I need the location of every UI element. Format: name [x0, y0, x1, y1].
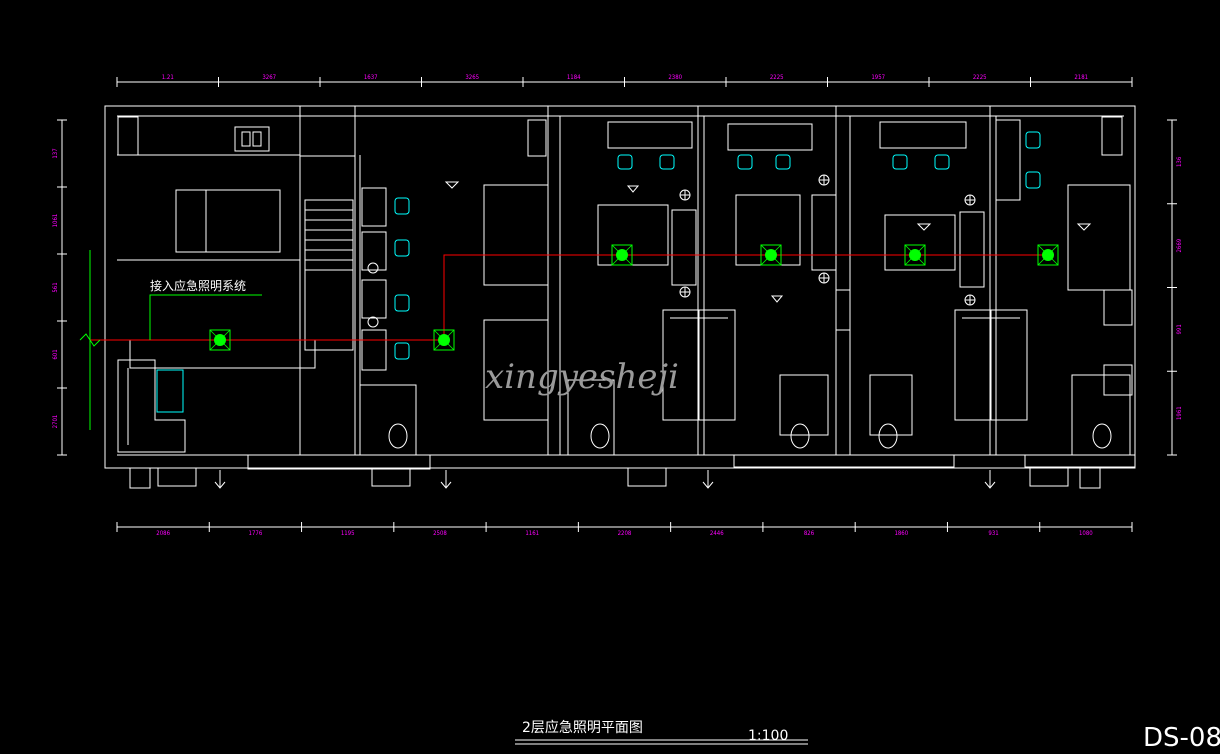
dimension-value: 2701: [52, 415, 59, 429]
dimension-value: 1776: [249, 530, 263, 537]
toilet-icon: [388, 423, 1112, 449]
dimension-value: 1957: [871, 74, 885, 81]
dimension-value: 2086: [156, 530, 170, 537]
dimension-value: 1195: [341, 530, 355, 537]
dimension-value: 3267: [262, 74, 276, 81]
entrance-fixtures: [129, 467, 1101, 489]
dimension-value: 2181: [1074, 74, 1088, 81]
dimension-value: 2446: [710, 530, 724, 537]
chair-icons: [156, 131, 1041, 413]
dimension-value: 601: [52, 349, 59, 359]
emergency-light-icon: [209, 329, 231, 351]
dimension-value: 2208: [618, 530, 632, 537]
dimension-left: 137 1061 561 601 2701: [52, 119, 67, 456]
drawing-title: 2层应急照明平面图: [522, 719, 643, 736]
watermark: xingyesheji: [485, 357, 679, 397]
dimension-value: 991: [1176, 324, 1183, 334]
dimension-value: 2225: [770, 74, 784, 81]
dimension-value: 1061: [52, 214, 59, 228]
dimension-value: 1961: [1176, 406, 1183, 420]
drawing-scale: 1:100: [748, 728, 788, 744]
dimension-value: 1161: [525, 530, 539, 537]
sheet-number: DS-08: [1143, 723, 1220, 753]
dimension-value: 137: [52, 148, 59, 158]
dimension-value: 1637: [364, 74, 378, 81]
annotation-label: 接入应急照明系统: [150, 278, 246, 293]
emergency-light-icon: [1037, 244, 1059, 266]
dimension-value: 2380: [668, 74, 682, 81]
emergency-light-icon: [760, 244, 782, 266]
dimension-value: 1080: [1079, 530, 1093, 537]
ceiling-light-icon: [367, 174, 1092, 328]
sofa: [117, 359, 186, 453]
stair-left: [304, 199, 354, 351]
dimension-value: 2669: [1176, 238, 1183, 252]
dimension-value: 2225: [973, 74, 987, 81]
dimension-value: 1.21: [162, 74, 174, 81]
dimension-value: 136: [1176, 156, 1183, 167]
dimension-value: 561: [52, 282, 59, 292]
desk-chairs: [361, 119, 1021, 371]
dimension-right: 136 2669 991 1961: [1167, 119, 1183, 456]
emergency-light-icon: [611, 244, 633, 266]
dimension-value: 1860: [894, 530, 908, 537]
emergency-light-icon: [433, 329, 455, 351]
emergency-lights: [209, 244, 1059, 351]
emergency-light-icon: [904, 244, 926, 266]
dimension-value: 1184: [567, 74, 581, 81]
dimension-value: 3265: [465, 74, 479, 81]
dimension-bottom: 2086 1776 1195 2508 1161 2208 2446 826 1860 931 10…: [116, 522, 1133, 537]
dimension-value: 826: [804, 530, 815, 537]
dimension-top: 1.21 3267 1637 3265 1184 2380 2225 1957 2225 2181: [116, 74, 1133, 87]
bed-icon: [175, 184, 1131, 421]
emergency-circuit: [79, 250, 1050, 430]
down-arrow-icon: [214, 470, 996, 489]
dimension-value: 2508: [433, 530, 447, 537]
dimension-value: 931: [988, 530, 998, 537]
